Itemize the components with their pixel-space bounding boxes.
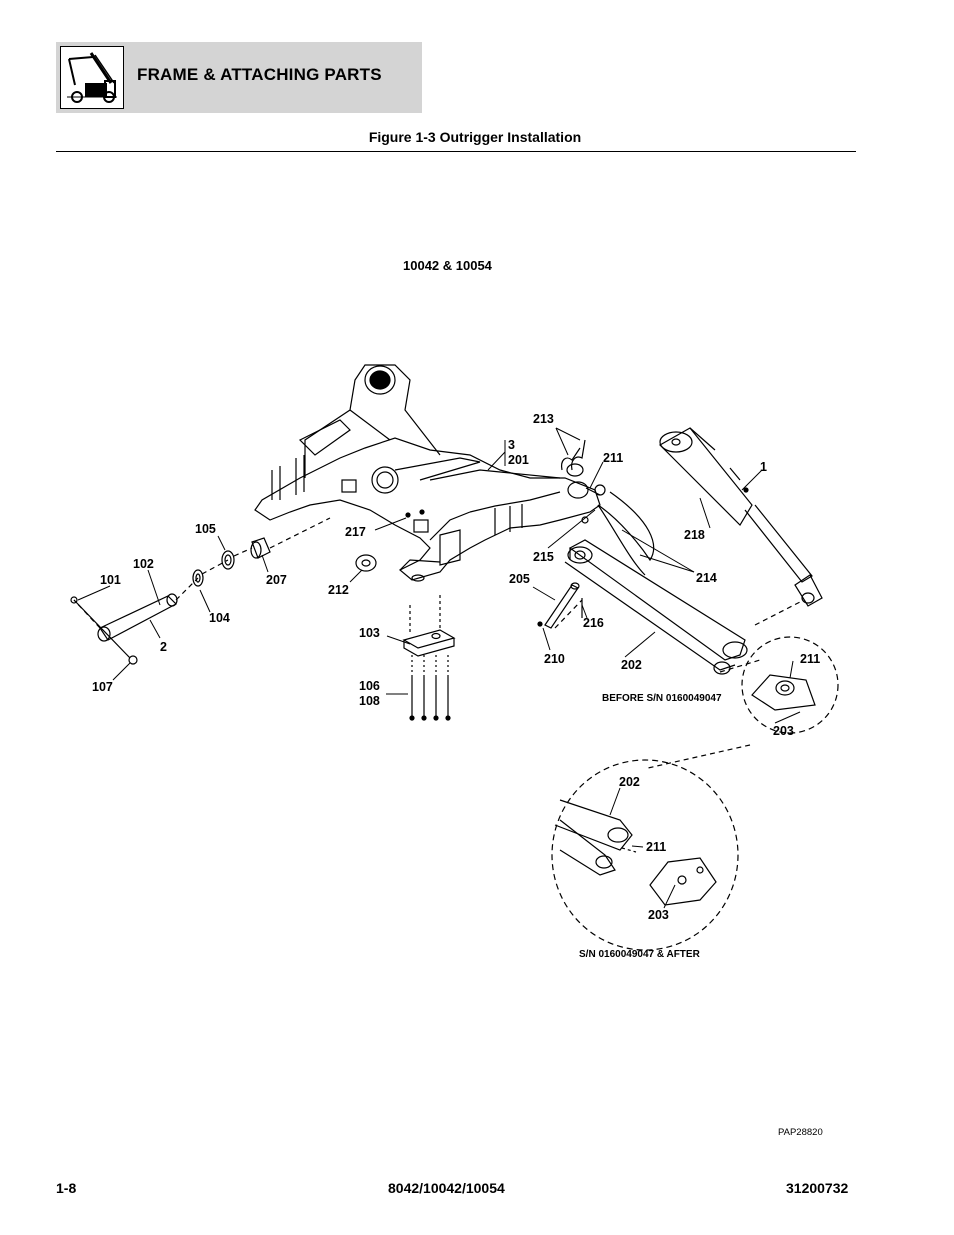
- drawing-reference-id: PAP28820: [778, 1127, 823, 1138]
- section-title: FRAME & ATTACHING PARTS: [137, 65, 382, 84]
- callout-211-detail-before: 211: [800, 652, 821, 666]
- callout-103: 103: [359, 626, 380, 640]
- callout-207: 207: [266, 573, 287, 587]
- header-divider: [56, 151, 856, 152]
- telehandler-machine-icon: [60, 46, 124, 109]
- pivot-pin-parts: [70, 537, 377, 665]
- callout-108: 108: [359, 694, 380, 708]
- callout-210: 210: [544, 652, 565, 666]
- note-after-serial: S/N 0160049047 & AFTER: [579, 949, 700, 960]
- callout-211-detail-after: 211: [646, 840, 667, 854]
- callout-201: 201: [508, 453, 529, 467]
- leader-lines: [77, 427, 801, 909]
- projection-lines: [73, 517, 801, 769]
- callout-106: 106: [359, 679, 380, 693]
- callout-218: 218: [684, 528, 705, 542]
- callout-104: 104: [209, 611, 230, 625]
- note-before-serial: BEFORE S/N 0160049047: [602, 693, 722, 704]
- callout-107: 107: [92, 680, 113, 694]
- hydraulic-cylinder: [659, 427, 823, 607]
- callout-203-detail-after: 203: [648, 908, 669, 922]
- model-numbers: 8042/10042/10054: [388, 1180, 505, 1196]
- detail-views: [551, 636, 839, 951]
- page-number: 1-8: [56, 1180, 77, 1196]
- document-number: 31200732: [786, 1180, 849, 1196]
- callout-211: 211: [603, 451, 624, 465]
- callout-202: 202: [621, 658, 642, 672]
- callout-102: 102: [133, 557, 154, 571]
- callout-203-detail-before: 203: [773, 724, 794, 738]
- hose-and-pin-parts: [405, 439, 749, 629]
- callout-216: 216: [583, 616, 604, 630]
- callout-2: 2: [160, 640, 167, 654]
- callout-217: 217: [345, 525, 366, 539]
- frame-assembly: [254, 364, 601, 582]
- figure-caption-text: Figure 1-3 Outrigger Installation: [368, 129, 582, 145]
- model-label: 10042 & 10054: [403, 258, 492, 273]
- callout-105: 105: [195, 522, 216, 536]
- callout-1: 1: [760, 460, 767, 474]
- callout-101: 101: [100, 573, 121, 587]
- callout-215: 215: [533, 550, 554, 564]
- callout-202-detail-after: 202: [619, 775, 640, 789]
- callout-3: 3: [508, 438, 515, 452]
- mounting-pad-parts: [402, 595, 456, 721]
- callout-214: 214: [696, 571, 717, 585]
- outrigger-arm: [564, 539, 748, 675]
- figure-caption: Figure 1-3 Outrigger Installation: [0, 129, 954, 145]
- callout-205: 205: [509, 572, 530, 586]
- callout-212: 212: [328, 583, 349, 597]
- callout-213: 213: [533, 412, 554, 426]
